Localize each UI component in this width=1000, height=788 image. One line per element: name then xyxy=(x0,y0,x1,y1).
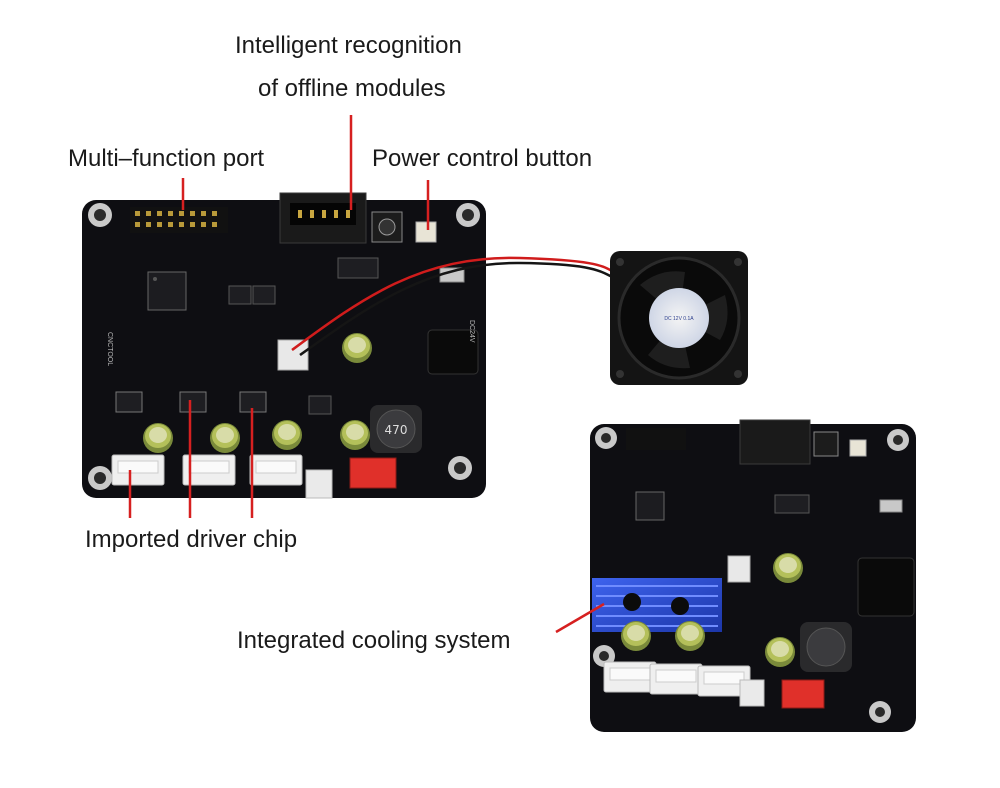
power-input-silkscreen: DC24V xyxy=(468,320,475,343)
inductor-right xyxy=(800,622,852,672)
left-controller-board: 470 CNCTOOL DC24V xyxy=(82,192,486,499)
offline-module-connector xyxy=(279,192,367,244)
label-multi-function-port: Multi–function port xyxy=(68,145,265,172)
inductor: 470 xyxy=(370,405,422,453)
fan-connector-right xyxy=(727,555,751,583)
power-button xyxy=(371,211,403,243)
inductor-marking: 470 xyxy=(385,423,408,437)
offline-connector-right xyxy=(739,419,811,465)
label-offline-modules: of offline modules xyxy=(258,75,446,102)
pin-header-right xyxy=(626,428,686,450)
fan-cable xyxy=(291,256,626,357)
label-integrated-cooling-system: Integrated cooling system xyxy=(237,627,511,654)
callout-cooling xyxy=(555,602,605,634)
cooling-fan: DC 12V 0.1A xyxy=(610,251,748,385)
chip-right xyxy=(774,494,810,514)
mounting-holes xyxy=(88,203,480,490)
label-power-control-button: Power control button xyxy=(372,145,593,172)
label-intelligent-recognition: Intelligent recognition xyxy=(235,32,462,59)
heatsink xyxy=(592,578,722,632)
dc-jack xyxy=(427,329,479,375)
red-power-connector xyxy=(349,457,397,489)
label-imported-driver-chip: Imported driver chip xyxy=(85,526,298,553)
fan-cable-connector xyxy=(277,339,309,371)
motor-connectors-right xyxy=(603,661,765,707)
usb-port-right xyxy=(879,499,903,513)
driver-chips xyxy=(115,391,267,413)
board-name-silkscreen: CNCTOOL xyxy=(106,332,113,366)
fan-sticker xyxy=(649,288,709,348)
fan-sticker-text: DC 12V 0.1A xyxy=(664,316,694,322)
pin-header xyxy=(130,207,228,233)
motor-connectors xyxy=(111,454,333,499)
microcontroller-right xyxy=(635,491,665,521)
dc-jack-right xyxy=(857,557,915,617)
right-controller-board xyxy=(590,419,916,732)
small-chips xyxy=(228,257,379,415)
microcontroller xyxy=(147,271,187,311)
power-switch xyxy=(415,221,437,243)
mounting-holes-right xyxy=(593,427,909,723)
power-switch-right xyxy=(849,439,867,457)
power-button-right xyxy=(813,431,839,457)
red-power-connector-right xyxy=(781,679,825,709)
callout-lines xyxy=(128,115,605,634)
